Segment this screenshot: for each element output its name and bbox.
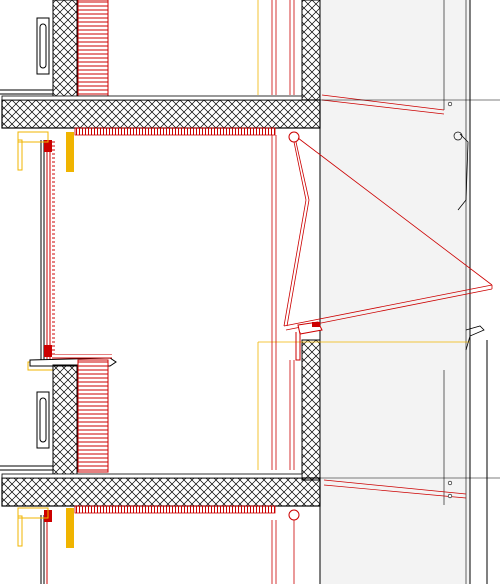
radiator-upper	[77, 0, 109, 97]
louvre-blind	[271, 0, 295, 584]
window-frame-left	[17, 131, 74, 371]
parapet-wall-upper	[52, 0, 78, 101]
floor-slab-lower	[1, 477, 321, 507]
sunshade-awning	[283, 131, 493, 521]
parapet-wall-lower	[52, 364, 78, 478]
radiator-lower	[77, 359, 109, 473]
floor-slab-upper	[1, 99, 321, 129]
